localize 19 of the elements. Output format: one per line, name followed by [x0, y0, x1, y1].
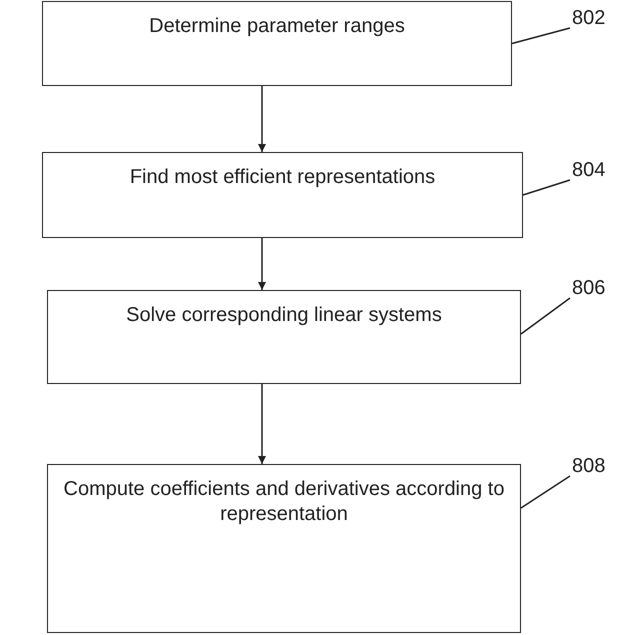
step-text: Solve corresponding linear systems: [125, 303, 443, 328]
process-box: [42, 1, 512, 86]
arrow: [258, 238, 266, 290]
process-box: [42, 152, 523, 238]
callout-number: 806: [572, 278, 622, 300]
arrow: [258, 384, 266, 464]
step-text: Compute coefficients and derivatives according to representation: [62, 477, 506, 527]
process-box: [47, 290, 521, 384]
process-box: [47, 464, 521, 633]
callout-number: 804: [572, 160, 622, 182]
arrow: [258, 86, 266, 152]
leader-line: [522, 179, 570, 196]
callout-number: 808: [572, 456, 622, 478]
leader-line: [512, 27, 570, 44]
leader-line: [520, 297, 570, 335]
callout-number: 802: [572, 8, 622, 30]
leader-line: [520, 475, 570, 509]
step-text: Find most efficient representations: [128, 165, 436, 190]
step-text: Determine parameter ranges: [148, 14, 406, 39]
